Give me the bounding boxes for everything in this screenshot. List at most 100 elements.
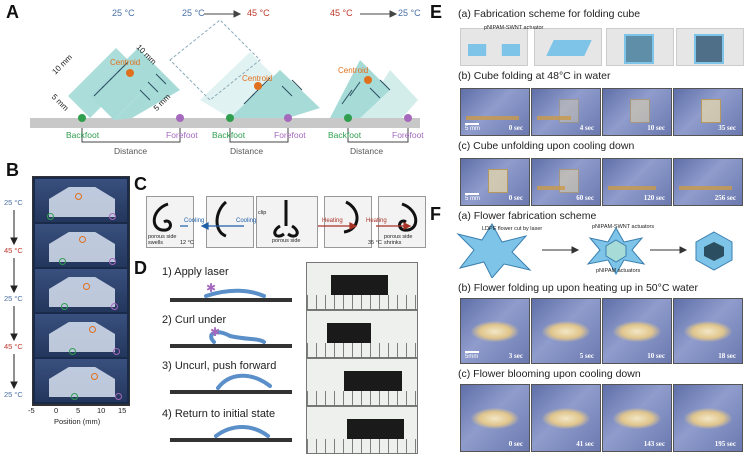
- panel-b-frame: [35, 179, 127, 222]
- scale-bar: 5 mm: [465, 123, 480, 132]
- panel-e-fabrication-scheme: [460, 26, 744, 66]
- panel-c-left-note: porous side swells: [148, 234, 177, 246]
- panel-f-b-photo-3: 10 sec: [602, 298, 672, 364]
- panel-letter-a: A: [6, 2, 19, 22]
- panel-f-flower-scheme: [456, 223, 733, 278]
- panel-b-frame: [35, 359, 127, 402]
- panel-b-frame: [35, 314, 127, 357]
- panel-d-step-2: 2) Curl under: [162, 314, 227, 326]
- panel-b-temp-5: 25 °C: [4, 390, 23, 399]
- panel-f-c-photo-4: 195 sec: [673, 384, 743, 452]
- scale-bar: 5 mm: [465, 193, 480, 202]
- panel-b-tick: -5: [28, 406, 35, 415]
- panel-c-photo-2: [206, 196, 254, 248]
- panel-f-c-photo-1: 0 sec: [460, 384, 530, 452]
- timestamp: 4 sec: [579, 124, 594, 132]
- panel-a-forefoot-2: Forefoot: [274, 130, 306, 140]
- timestamp: 143 sec: [643, 440, 665, 448]
- panel-b-tick: 10: [97, 406, 106, 415]
- laser-star-icon: ✱: [206, 281, 216, 295]
- timestamp: 256 sec: [714, 194, 736, 202]
- panel-b-frame: [35, 269, 127, 312]
- timestamp: 3 sec: [508, 352, 523, 360]
- panel-f-b-photo-2: 5 sec: [531, 298, 601, 364]
- panel-letter-e: E: [430, 2, 443, 22]
- panel-c-left-temp: 12 °C: [180, 240, 194, 246]
- panel-c-right-note: porous side shrinks: [384, 234, 413, 246]
- panel-a-centroid-1: Centroid: [110, 58, 141, 67]
- panel-c-porous: porous side: [272, 238, 301, 244]
- timestamp: 10 sec: [647, 352, 665, 360]
- panel-c-heating-1: Heating: [322, 218, 343, 224]
- panel-b-xlabel: Position (mm): [54, 417, 101, 426]
- panel-a-backfoot-1: Backfoot: [66, 130, 100, 140]
- timestamp: 18 sec: [718, 352, 736, 360]
- panel-d-schematics: ✱ ✱: [170, 281, 292, 442]
- panel-b-temp-2: 45 °C: [4, 246, 23, 255]
- timestamp: 5 sec: [579, 352, 594, 360]
- panel-e-caption-a: (a) Fabrication scheme for folding cube: [458, 8, 641, 20]
- timestamp: 35 sec: [718, 124, 736, 132]
- panel-letter-c: C: [134, 174, 147, 194]
- panel-b-temp-4: 45 °C: [4, 342, 23, 351]
- panel-d-step-1: 1) Apply laser: [162, 266, 229, 278]
- panel-e-b-photo-3: 10 sec: [602, 88, 672, 136]
- panel-b-tick: 0: [54, 406, 59, 415]
- panel-f-caption-a: (a) Flower fabrication scheme: [458, 210, 597, 222]
- panel-d-photo-1: [306, 262, 418, 310]
- timestamp: 60 sec: [576, 194, 594, 202]
- panel-a-centroid-3: Centroid: [338, 66, 369, 75]
- panel-e-c-photo-4: 256 sec: [673, 158, 743, 206]
- laser-star-icon: ✱: [210, 325, 220, 339]
- panel-d-photo-4: [306, 406, 418, 454]
- panel-c-heating-2: Heating: [366, 218, 387, 224]
- panel-f-c-photo-3: 143 sec: [602, 384, 672, 452]
- panel-e-c-photo-2: 60 sec: [531, 158, 601, 206]
- panel-a-distance-2: Distance: [230, 146, 264, 156]
- panel-e-caption-b: (b) Cube folding at 48°C in water: [458, 70, 611, 82]
- panel-e-caption-c: (c) Cube unfolding upon cooling down: [458, 140, 635, 152]
- panel-b-image-stack: [32, 176, 130, 406]
- panel-a-forefoot-1: Forefoot: [166, 130, 198, 140]
- panel-a-diagram: [30, 10, 420, 143]
- panel-c-clip: clip: [258, 210, 267, 216]
- timestamp: 10 sec: [647, 124, 665, 132]
- timestamp: 41 sec: [576, 440, 594, 448]
- panel-d-step-3: 3) Uncurl, push forward: [162, 360, 277, 372]
- timestamp: 0 sec: [508, 440, 523, 448]
- panel-b-tick: 5: [76, 406, 81, 415]
- panel-e-b-photo-1: 5 mm 0 sec: [460, 88, 530, 136]
- panel-a-forefoot-3: Forefoot: [392, 130, 424, 140]
- panel-d-step-4: 4) Return to initial state: [162, 408, 276, 420]
- panel-b-frame: [35, 224, 127, 267]
- panel-b-arrows: [10, 210, 18, 390]
- panel-b-temp-1: 25 °C: [4, 198, 23, 207]
- panel-d-photo-3: [306, 358, 418, 406]
- panel-letter-b: B: [6, 160, 19, 180]
- panel-e-actuator-label: pNIPAM-SWNT actuator: [484, 25, 544, 31]
- panel-a-distance-1: Distance: [114, 146, 148, 156]
- panel-c-cooling-1: Cooling: [184, 218, 205, 224]
- panel-c-right-temp: 35 °C: [368, 240, 382, 246]
- panel-b-x-axis: [32, 404, 130, 413]
- panel-a-temp-3-to: 25 °C: [398, 8, 421, 18]
- panel-f-b-photo-4: 18 sec: [673, 298, 743, 364]
- panel-a-centroid-2: Centroid: [242, 74, 273, 83]
- timestamp: 0 sec: [508, 124, 523, 132]
- panel-d-photo-2: [306, 310, 418, 358]
- timestamp: 120 sec: [643, 194, 665, 202]
- panel-a-temp-3-from: 45 °C: [330, 8, 353, 18]
- panel-e-c-photo-3: 120 sec: [602, 158, 672, 206]
- panel-f-ldpe-label: LDPE flower cut by laser: [482, 226, 543, 232]
- panel-e-b-photo-4: 35 sec: [673, 88, 743, 136]
- panel-b-tick: 15: [118, 406, 127, 415]
- panel-c-cooling-2: Cooling: [236, 218, 257, 224]
- panel-f-caption-c: (c) Flower blooming upon cooling down: [458, 368, 641, 380]
- panel-a-backfoot-3: Backfoot: [328, 130, 362, 140]
- panel-a-temp-1: 25 °C: [112, 8, 135, 18]
- panel-e-b-photo-2: 4 sec: [531, 88, 601, 136]
- panel-a-backfoot-2: Backfoot: [212, 130, 246, 140]
- panel-a-distance-3: Distance: [350, 146, 384, 156]
